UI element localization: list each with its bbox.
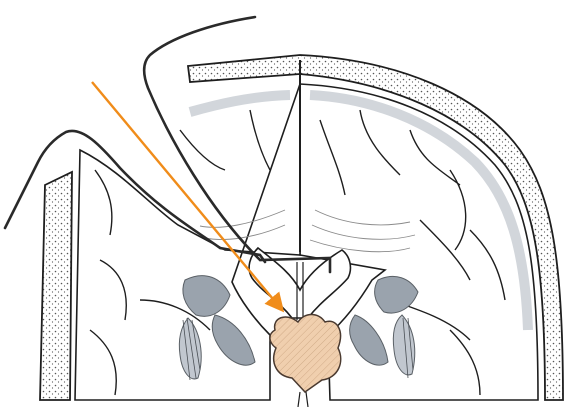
skull-left-fragment: [40, 172, 72, 400]
